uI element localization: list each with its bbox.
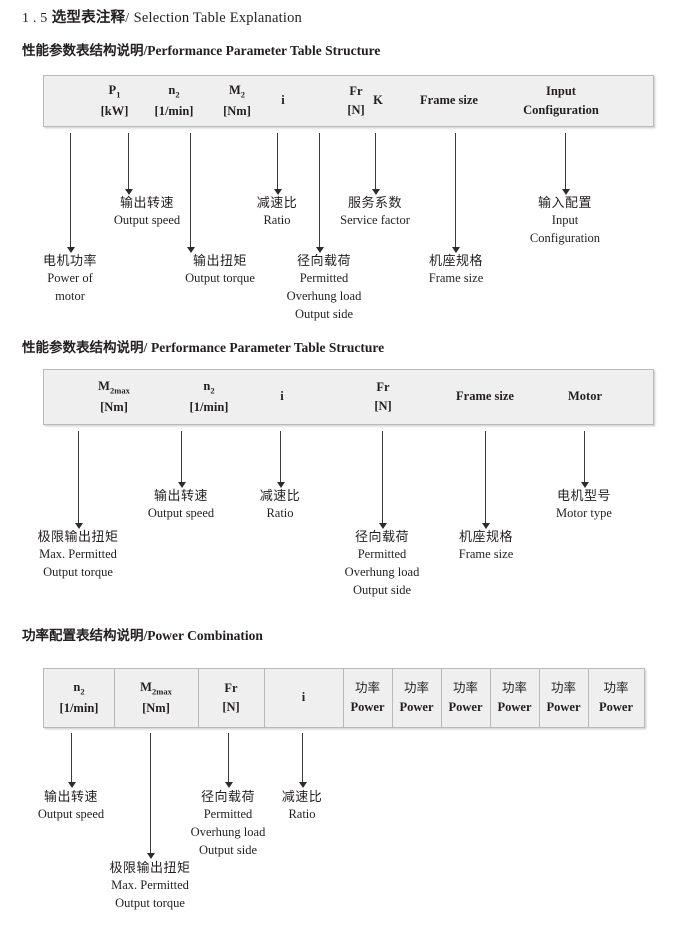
- arrow-down-icon: [481, 431, 490, 529]
- table1-col-p1: P1 [kW]: [100, 82, 129, 118]
- table3-col-m2max: M2max [Nm]: [140, 679, 172, 715]
- arrow-down-icon: [580, 431, 589, 488]
- arrow-down-icon: [561, 133, 570, 195]
- section-2-heading-cn: 性能参数表结构说明: [22, 340, 144, 355]
- table3-col-power-4: 功率 Power: [497, 680, 532, 714]
- annotation-output-speed-1: 输出转速 Output speed: [113, 195, 181, 228]
- section-3-heading-en: Power Combination: [147, 628, 263, 643]
- table1-col-frame-size: Frame size: [420, 93, 478, 108]
- arrow-down-icon: [315, 133, 324, 253]
- annotation-overhung-load-2: 径向载荷 Permitted Overhung load Output side: [344, 529, 420, 597]
- annotation-power-of-motor: 电机功率 Power of motor: [42, 253, 98, 304]
- annotation-max-permitted-output-torque-2: 极限输出扭矩 Max. Permitted Output torque: [109, 860, 191, 911]
- section-1-heading: 性能参数表结构说明/Performance Parameter Table St…: [22, 39, 380, 59]
- section-title-cn: 选型表注释: [51, 10, 126, 26]
- section-2-heading: 性能参数表结构说明/ Performance Parameter Table S…: [22, 336, 384, 356]
- table3-col-i: i: [301, 690, 306, 705]
- section-title-en: Selection Table Explanation: [133, 10, 302, 26]
- section-1-heading-en: Performance Parameter Table Structure: [147, 43, 381, 58]
- table3-col-n2: n2 [1/min]: [59, 679, 99, 715]
- arrow-down-icon: [276, 431, 285, 488]
- annotation-ratio-2: 减速比 Ratio: [259, 488, 301, 521]
- arrow-down-icon: [74, 431, 83, 529]
- arrow-down-icon: [273, 133, 282, 195]
- table2-col-motor: Motor: [567, 389, 602, 404]
- section-1-heading-cn: 性能参数表结构说明: [22, 43, 144, 58]
- performance-parameter-table-2: M2max [Nm] n2 [1/min] i Fr [N] Frame siz…: [43, 369, 654, 425]
- table1-col-n2: n2 [1/min]: [154, 82, 194, 118]
- performance-parameter-table-1: P1 [kW] n2 [1/min] M2 [Nm] i Fr [N] K Fr…: [43, 75, 654, 127]
- annotation-overhung-load-3: 径向载荷 Permitted Overhung load Output side: [190, 789, 266, 857]
- annotation-frame-size-1: 机座规格 Frame size: [428, 253, 484, 286]
- annotation-output-speed-2: 输出转速 Output speed: [147, 488, 215, 521]
- section-2-heading-sep: /: [143, 340, 148, 355]
- arrow-down-icon: [378, 431, 387, 529]
- table1-col-k: K: [373, 93, 383, 108]
- arrow-down-icon: [177, 431, 186, 488]
- section-3-heading-cn: 功率配置表结构说明: [22, 628, 144, 643]
- arrow-down-icon: [224, 733, 233, 788]
- arrow-down-icon: [67, 733, 76, 788]
- table3-col-power-6: 功率 Power: [598, 680, 633, 714]
- table2-col-frame-size: Frame size: [456, 389, 514, 404]
- power-combination-table: n2 [1/min] M2max [Nm] Fr [N] i 功率 Power …: [43, 668, 645, 728]
- annotation-max-permitted-output-torque-1: 极限输出扭矩 Max. Permitted Output torque: [37, 529, 119, 580]
- arrow-down-icon: [371, 133, 380, 195]
- annotation-frame-size-2: 机座规格 Frame size: [458, 529, 514, 562]
- section-2-heading-en: Performance Parameter Table Structure: [151, 340, 385, 355]
- section-1-heading-sep: /: [143, 43, 148, 58]
- section-3-heading-sep: /: [143, 628, 148, 643]
- table3-col-fr: Fr [N]: [222, 680, 240, 714]
- table1-col-fr: Fr [N]: [347, 83, 365, 117]
- arrow-down-icon: [298, 733, 307, 788]
- annotation-ratio-3: 减速比 Ratio: [281, 789, 323, 822]
- table3-col-power-5: 功率 Power: [546, 680, 581, 714]
- table1-col-i: i: [281, 93, 285, 108]
- annotation-motor-type: 电机型号 Motor type: [556, 488, 612, 521]
- table3-col-power-2: 功率 Power: [399, 680, 434, 714]
- annotation-output-torque-1: 输出扭矩 Output torque: [185, 253, 255, 286]
- annotation-service-factor: 服务系数 Service factor: [340, 195, 410, 228]
- section-3-heading: 功率配置表结构说明/Power Combination: [22, 624, 263, 644]
- section-number: 1 . 5: [22, 11, 48, 26]
- annotation-ratio-1: 减速比 Ratio: [256, 195, 298, 228]
- table1-col-input-configuration: Input Configuration: [523, 83, 599, 117]
- arrow-down-icon: [186, 133, 195, 253]
- table2-col-fr: Fr [N]: [374, 379, 392, 413]
- table2-col-m2max: M2max [Nm]: [98, 378, 130, 414]
- arrow-down-icon: [66, 133, 75, 253]
- arrow-down-icon: [124, 133, 133, 195]
- arrow-down-icon: [146, 733, 155, 859]
- annotation-output-speed-3: 输出转速 Output speed: [37, 789, 105, 822]
- table1-col-m2: M2 [Nm]: [223, 82, 251, 118]
- page-title: 1 . 5 选型表注释/ Selection Table Explanation: [22, 6, 302, 27]
- table3-col-power-3: 功率 Power: [448, 680, 483, 714]
- annotation-input-configuration: 输入配置 Input Configuration: [529, 195, 601, 246]
- annotation-overhung-load-1: 径向载荷 Permitted Overhung load Output side: [286, 253, 362, 321]
- table3-col-power-1: 功率 Power: [350, 680, 385, 714]
- arrow-down-icon: [451, 133, 460, 253]
- title-separator: /: [125, 11, 130, 26]
- table2-col-i: i: [280, 389, 284, 404]
- table2-col-n2: n2 [1/min]: [189, 378, 229, 414]
